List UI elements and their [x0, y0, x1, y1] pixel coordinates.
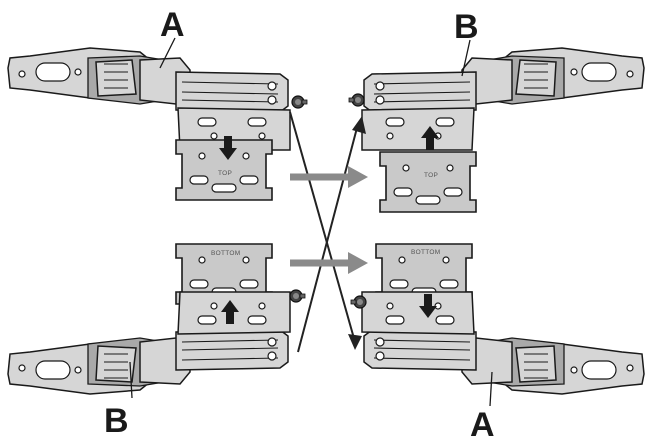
screw-bottom-left	[289, 289, 306, 303]
plate-label-top-left: TOP	[218, 170, 232, 177]
leader-line-bottom-left	[129, 361, 133, 399]
swap-cross-lines	[289, 111, 366, 353]
leader-line-bottom-right	[489, 371, 493, 407]
screw-bottom-right	[350, 295, 367, 309]
top-left-hinge	[7, 47, 291, 151]
transfer-arrow-bottom	[290, 252, 368, 274]
top-right-plate	[379, 151, 477, 213]
transfer-arrow-top	[290, 166, 368, 188]
leader-line-top-left	[159, 37, 176, 69]
leader-line-top-right	[461, 39, 471, 77]
screw-top-left	[291, 95, 308, 109]
top-right-hinge	[361, 47, 645, 151]
label-top-left: A	[160, 6, 185, 44]
label-top-right: B	[454, 8, 479, 46]
plate-label-top-right: TOP	[424, 172, 438, 179]
bottom-right-hinge	[361, 291, 645, 395]
plate-label-bottom-left: BOTTOM	[211, 250, 241, 257]
label-bottom-left: B	[104, 402, 129, 440]
plate-label-bottom-right: BOTTOM	[411, 249, 441, 256]
screw-top-right	[348, 93, 365, 107]
label-bottom-right: A	[470, 406, 495, 441]
bottom-left-hinge	[7, 291, 291, 395]
